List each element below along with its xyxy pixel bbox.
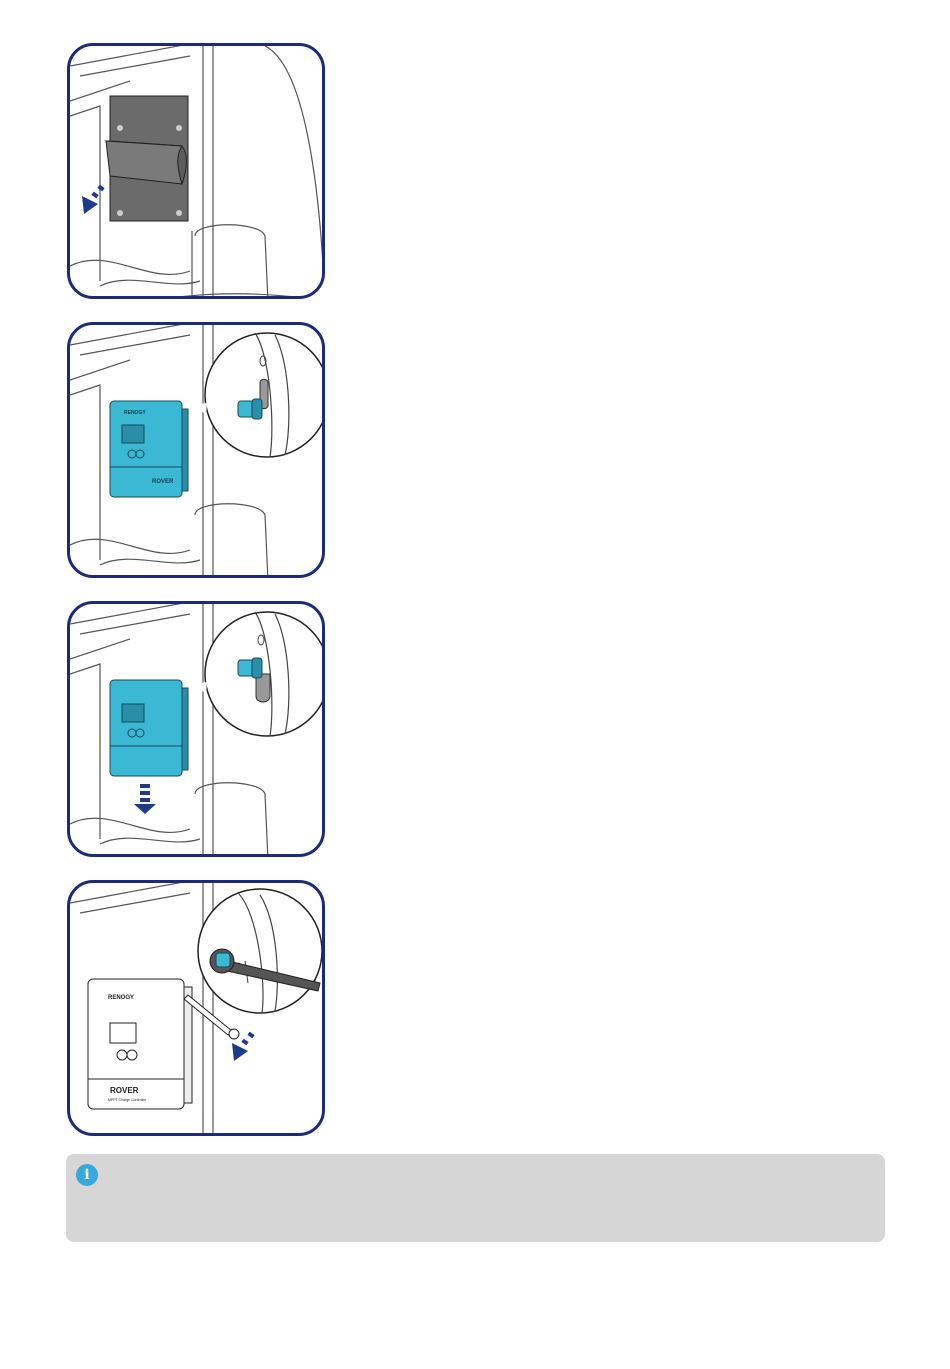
bolt-icon (238, 399, 262, 419)
brand-logo: RENOGY (108, 995, 134, 1001)
bolt-icon (238, 658, 262, 678)
brand-logo: RENOGY (124, 410, 146, 416)
info-icon: i (76, 1164, 98, 1186)
info-note: i (66, 1154, 885, 1242)
slide-down-arrow-icon (134, 784, 156, 814)
bolt-icon (216, 953, 230, 967)
model-logo: ROVER (110, 1086, 139, 1095)
model-subtitle: MPPT Charge Controller (108, 1098, 147, 1102)
charge-controller-illustration: RENOGY ROVER MPPT Charge Controller (88, 979, 192, 1109)
step-4-illustration: RENOGY ROVER MPPT Charge Controller (67, 880, 325, 1136)
charge-controller-illustration (110, 680, 188, 776)
charge-controller-illustration: RENOGY ROVER (110, 401, 188, 497)
step-3-illustration (67, 601, 325, 857)
model-logo: ROVER (152, 479, 174, 485)
step-1-illustration (67, 43, 325, 299)
step-2-illustration: RENOGY ROVER (67, 322, 325, 578)
peel-arrow-icon (82, 185, 105, 214)
